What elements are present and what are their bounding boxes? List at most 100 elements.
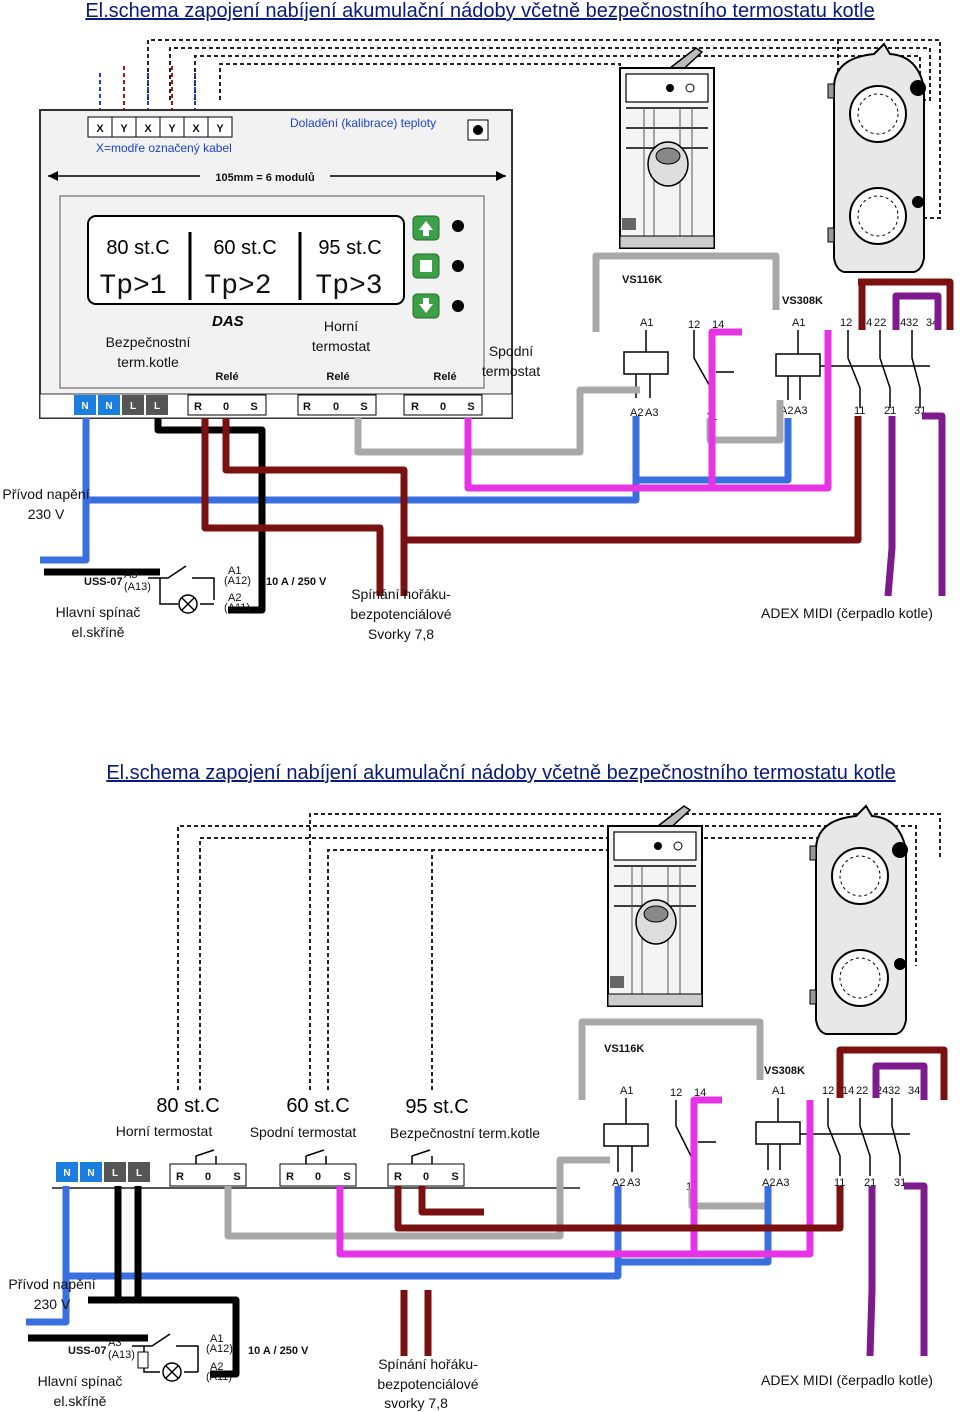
svg-text:L: L [112,1168,118,1179]
svg-text:VS116K: VS116K [622,274,662,286]
bottom-relay-terminals: R 0 S R 0 S R 0 S [169,1149,465,1187]
bottom-label-burner-3: svorky 7,8 [384,1395,448,1411]
svg-text:A3: A3 [124,569,137,581]
top-label-switch-2: el.skříně [72,624,125,640]
bottom-label-supply-1: Přívod napění [8,1276,95,1292]
top-label-burner-1: Spínání hořáku- [351,586,451,602]
svg-text:USS-07: USS-07 [84,576,123,588]
svg-text:A3: A3 [627,1177,640,1189]
svg-text:A3: A3 [776,1177,789,1189]
arrow-down-icon [419,298,433,313]
svg-text:VS116K: VS116K [604,1043,644,1055]
svg-text:0: 0 [423,1171,429,1183]
top-label-burner-3: Svorky 7,8 [368,626,434,642]
led-3-icon [452,300,464,312]
svg-text:0: 0 [333,401,339,413]
bottom-label-pump: ADEX MIDI (čerpadlo kotle) [761,1372,933,1388]
svg-text:R: R [411,401,419,413]
top-label-pump: ADEX MIDI (čerpadlo kotle) [761,605,933,621]
svg-text:10 A / 250 V: 10 A / 250 V [248,1345,309,1357]
top-temp-2: 60 st.C [213,237,276,259]
svg-text:A2: A2 [228,592,241,604]
svg-text:VS308K: VS308K [764,1065,805,1077]
svg-text:0: 0 [223,401,229,413]
svg-text:N: N [63,1168,70,1179]
svg-text:14: 14 [712,319,724,331]
svg-text:A3: A3 [108,1337,121,1349]
svg-text:Y: Y [120,123,128,135]
bottom-label-lower: Spodní termostat [250,1124,357,1140]
svg-text:A2: A2 [210,1361,223,1373]
bottom-label-upper: Horní termostat [116,1123,213,1139]
svg-text:(A12): (A12) [206,1343,233,1355]
top-wires [40,252,954,614]
svg-text:0: 0 [315,1171,321,1183]
svg-text:X: X [144,123,152,135]
svg-text:12: 12 [688,319,700,331]
top-tank-image [827,43,927,273]
top-temp-1: 80 st.C [106,237,169,259]
bottom-label-supply-2: 230 V [34,1296,71,1312]
cable-note: X=modře označený kabel [96,141,232,155]
svg-text:(A11): (A11) [206,1371,232,1383]
top-display [87,215,405,305]
svg-text:14: 14 [842,1085,854,1097]
bottom-main-switch: USS-07 A3 (A13) A1 (A12) A2 (A11) 10 A /… [68,1333,309,1383]
svg-text:Y: Y [216,123,224,135]
top-display-tp2: Tp>2 [204,271,271,302]
bottom-title: El.schema zapojení nabíjení akumulační n… [106,762,895,784]
svg-text:0: 0 [205,1171,211,1183]
svg-text:12: 12 [840,317,852,329]
svg-text:12: 12 [670,1087,682,1099]
top-label-upper-1: Horní [324,318,358,334]
top-label-lower-1: Spodní [489,343,533,359]
top-label-switch-1: Hlavní spínač [56,604,141,620]
top-display-tp1: Tp>1 [99,271,166,302]
svg-text:12: 12 [822,1085,834,1097]
svg-text:L: L [130,401,136,412]
svg-text:VS308K: VS308K [782,295,823,307]
svg-text:A1: A1 [620,1085,633,1097]
svg-text:R: R [303,401,311,413]
top-main-switch: USS-07 A3 (A13) A1 (A12) A2 (A11) 10 A /… [84,565,327,614]
relay-1-label: Relé [215,371,238,383]
square-icon [420,260,432,272]
top-relay-vs116k: VS116K A1 12 14 A2 A3 11 [622,274,734,423]
brand-logo: DAS [212,313,244,330]
svg-text:11: 11 [834,1177,845,1189]
svg-text:32: 32 [906,317,918,329]
top-controller-module: X Y X Y X Y X=modře označený kabel Dolad… [39,109,513,419]
top-xy-terminals: X Y X Y X Y [87,116,233,138]
bottom-label-safety: Bezpečnostní term.kotle [390,1125,540,1141]
svg-text:14: 14 [694,1087,706,1099]
top-display-tp3: Tp>3 [315,271,382,302]
svg-text:(A13): (A13) [124,581,151,593]
svg-text:22: 22 [856,1085,868,1097]
bottom-relay-vs308k: VS308K A1 12 14 22 24 32 34 A2 A3 11 21 … [755,1065,920,1189]
bottom-temp-2: 60 st.C [286,1095,349,1117]
svg-text:S: S [360,401,367,413]
svg-text:S: S [343,1171,350,1183]
top-label-upper-2: termostat [312,338,370,354]
top-title: El.schema zapojení nabíjení akumulační n… [85,0,874,22]
top-diagram: El.schema zapojení nabíjení akumulační n… [2,0,954,642]
top-relay-terminals: R 0 S R 0 S R 0 S [187,394,483,416]
relay-2-label: Relé [326,371,349,383]
led-2-icon [452,260,464,272]
svg-text:S: S [233,1171,240,1183]
bottom-label-burner-2: bezpotenciálové [377,1376,478,1392]
svg-text:A1: A1 [772,1085,785,1097]
svg-text:A3: A3 [645,407,658,419]
svg-text:N: N [105,401,112,412]
svg-text:10 A / 250 V: 10 A / 250 V [266,576,327,588]
svg-text:R: R [194,401,202,413]
svg-text:USS-07: USS-07 [68,1345,107,1357]
svg-text:A1: A1 [228,565,241,577]
svg-text:A1: A1 [792,317,805,329]
bottom-tank-image [809,805,909,1035]
svg-text:22: 22 [874,317,886,329]
svg-text:S: S [467,401,474,413]
bottom-label-switch-2: el.skříně [54,1393,107,1409]
svg-text:R: R [394,1171,402,1183]
